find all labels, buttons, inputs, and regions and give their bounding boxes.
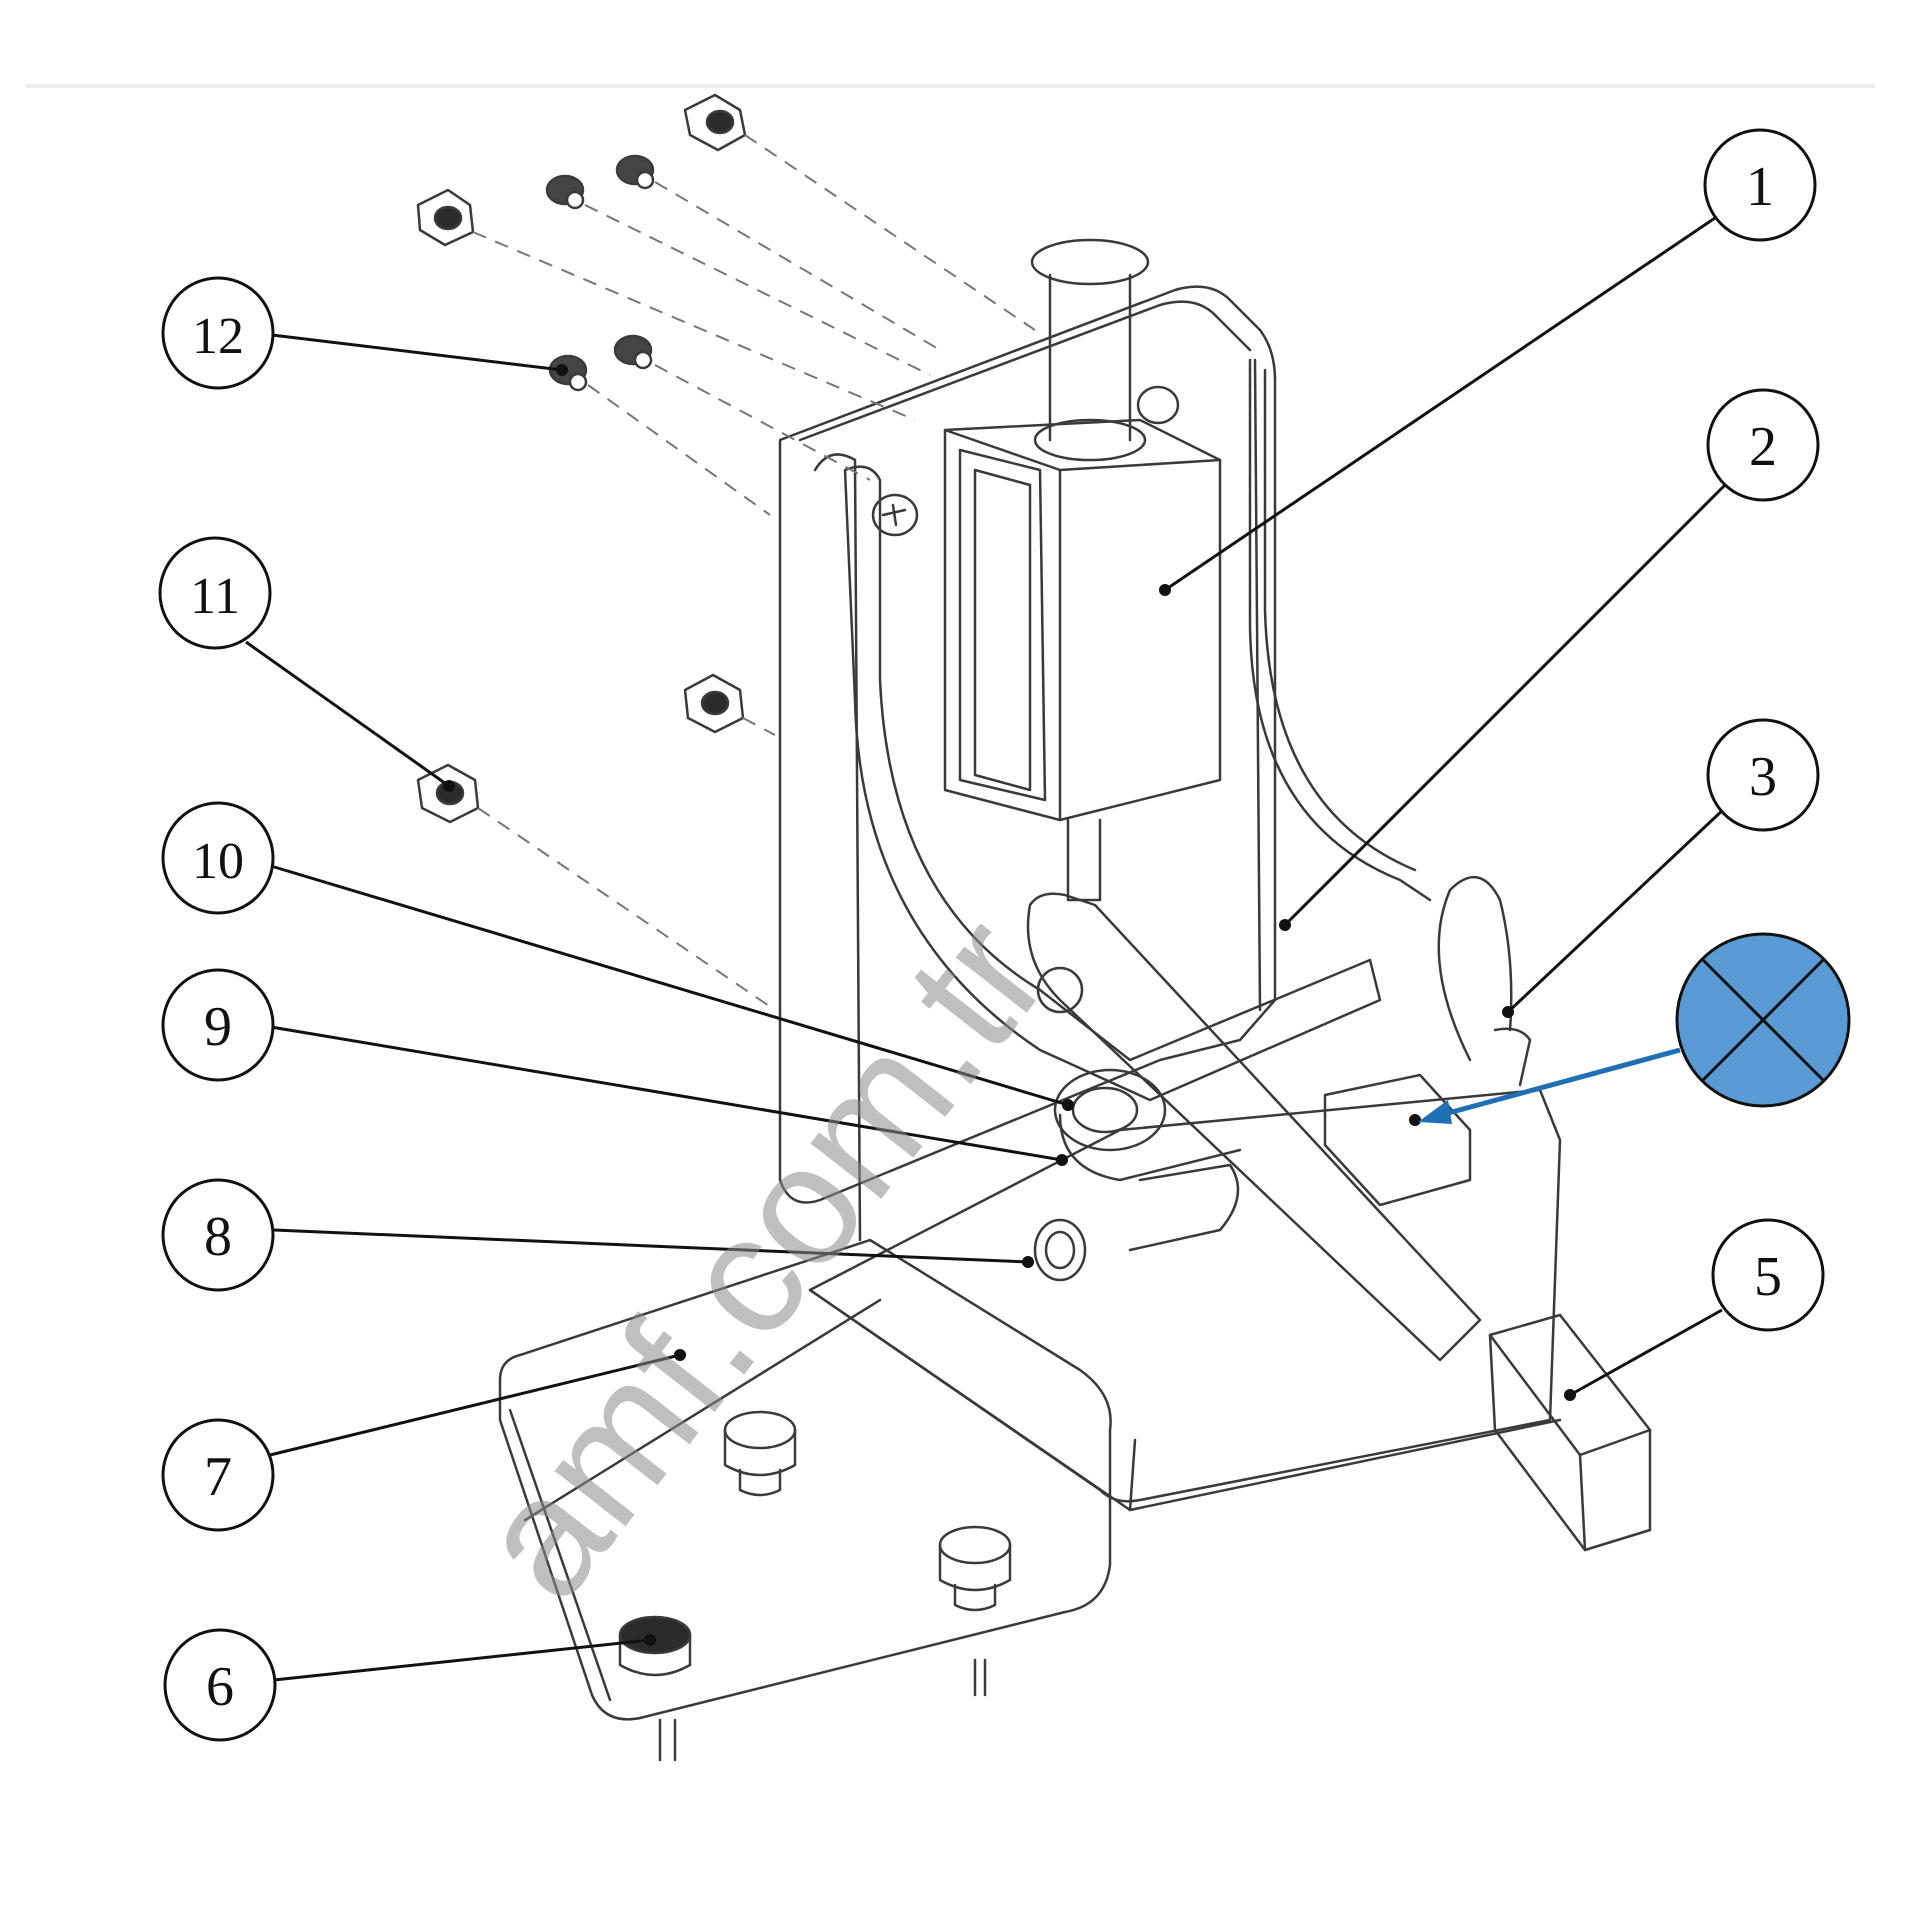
callout-label: 6 xyxy=(206,1656,234,1718)
callout-8: 8 xyxy=(161,1178,275,1292)
leader-lines xyxy=(245,216,1727,1682)
explode-lines xyxy=(472,134,1036,1011)
stud-top-1 xyxy=(545,174,585,210)
callout-label: 7 xyxy=(204,1446,232,1508)
plate-bolt-1 xyxy=(871,493,919,537)
watermark-text: amf.com.tr xyxy=(439,883,1083,1633)
leader-dots xyxy=(443,364,1576,1646)
callout-10: 10 xyxy=(161,801,275,915)
callout-2: 2 xyxy=(1706,388,1820,502)
callout-label: 11 xyxy=(190,568,240,625)
callout-11: 11 xyxy=(158,536,272,650)
retaining-pin xyxy=(1437,875,1532,1087)
callout-label: 12 xyxy=(192,308,244,365)
back-plate xyxy=(778,285,1277,1242)
marker-arrow-head xyxy=(1418,1100,1452,1124)
mounting-bracket xyxy=(498,1238,1112,1721)
callout-label: 3 xyxy=(1749,746,1777,808)
callout-label: 8 xyxy=(204,1206,232,1268)
callout-6: 6 xyxy=(163,1628,277,1742)
thumb-screw-3 xyxy=(618,1615,692,1762)
marker-arrow-line xyxy=(1429,1047,1681,1121)
lever-arm xyxy=(1026,892,1482,1362)
callout-1: 1 xyxy=(1703,128,1817,242)
top-divider xyxy=(25,84,1875,88)
callout-label: 1 xyxy=(1746,156,1774,218)
handle-block xyxy=(1488,1313,1652,1552)
hex-nut-11 xyxy=(416,763,480,824)
callout-9: 9 xyxy=(161,968,275,1082)
callout-3: 3 xyxy=(1706,718,1820,832)
callout-5: 5 xyxy=(1711,1218,1825,1332)
marker-cross-b xyxy=(1700,957,1826,1083)
thumb-screw-1 xyxy=(723,1410,797,1497)
callout-12: 12 xyxy=(161,276,275,390)
stud-top-2 xyxy=(615,154,655,190)
hex-nut-top-right xyxy=(683,93,747,152)
callout-label: 10 xyxy=(192,833,244,890)
thumb-screw-2 xyxy=(938,1525,1012,1697)
pivot-boss xyxy=(1033,1068,1242,1282)
hex-nut-middle xyxy=(683,673,745,734)
callout-7: 7 xyxy=(161,1418,275,1532)
blue-marker xyxy=(1418,932,1851,1124)
cam-block xyxy=(1323,1073,1472,1207)
plunger-housing xyxy=(943,418,1222,822)
plunger-knob xyxy=(1030,238,1150,902)
base-plate xyxy=(808,1088,1562,1512)
stud-mid-2 xyxy=(613,334,653,370)
hex-nut-top-left xyxy=(416,188,475,247)
callout-label: 5 xyxy=(1754,1246,1782,1308)
stud-mid-1 xyxy=(548,354,588,392)
gusset-plate xyxy=(843,358,1432,1102)
callout-label: 2 xyxy=(1749,416,1777,478)
plate-bolt-2 xyxy=(1136,385,1180,425)
callout-label: 9 xyxy=(204,996,232,1058)
